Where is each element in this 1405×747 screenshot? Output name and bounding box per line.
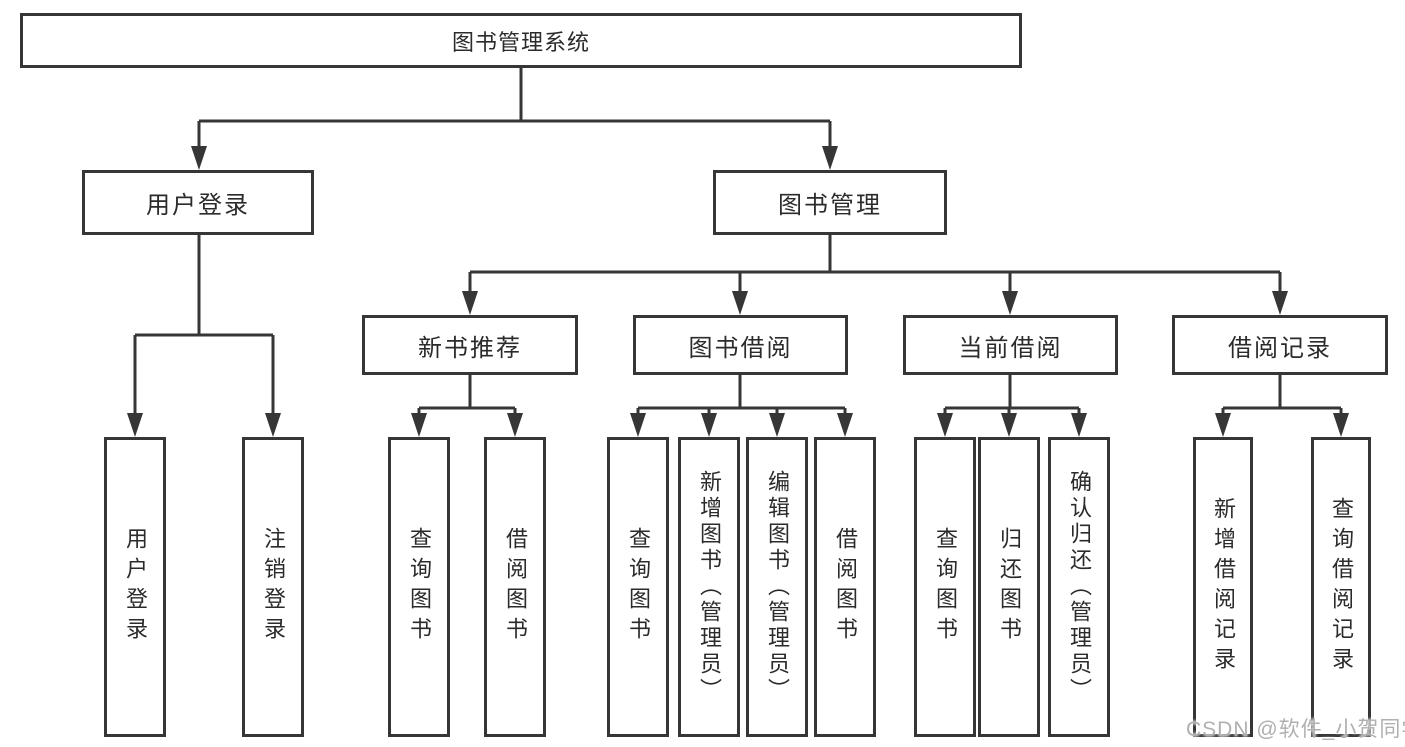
leaf-logout: 注销登录 — [242, 437, 304, 737]
leaf-user-login: 用户登录 — [104, 437, 166, 737]
leaf-label: 确认归还（管理员） — [1067, 470, 1092, 704]
node-new-book-recommend: 新书推荐 — [362, 315, 578, 375]
leaf-label: 查询图书 — [626, 527, 651, 647]
leaf-borrow-books-recommend: 借阅图书 — [484, 437, 546, 737]
node-label: 当前借阅 — [958, 334, 1063, 362]
leaf-label: 查询图书 — [933, 527, 958, 647]
connector-paths — [133, 68, 1343, 416]
node-label: 用户登录 — [146, 192, 250, 219]
node-library-system: 图书管理系统 — [20, 13, 1022, 68]
leaf-label: 编辑图书（管理员） — [765, 470, 790, 704]
leaf-add-book-admin: 新增图书（管理员） — [678, 437, 740, 737]
leaf-label: 借阅图书 — [833, 527, 858, 647]
leaf-label: 借阅图书 — [503, 527, 528, 647]
arrowheads — [127, 146, 1349, 437]
leaf-label: 归还图书 — [997, 527, 1022, 647]
node-current-borrow: 当前借阅 — [903, 315, 1118, 375]
leaf-return-book: 归还图书 — [978, 437, 1040, 737]
leaf-label: 新增借阅记录 — [1211, 497, 1236, 677]
node-user-login: 用户登录 — [82, 170, 314, 235]
leaf-borrow-books: 借阅图书 — [814, 437, 876, 737]
leaf-label: 查询图书 — [407, 527, 432, 647]
leaf-edit-book-admin: 编辑图书（管理员） — [746, 437, 808, 737]
leaf-confirm-return-admin: 确认归还（管理员） — [1048, 437, 1110, 737]
node-label: 新书推荐 — [418, 334, 522, 362]
leaf-add-borrow-record: 新增借阅记录 — [1193, 437, 1253, 737]
csdn-watermark: CSDN @软件_小贺同学 — [1186, 718, 1405, 741]
node-book-management: 图书管理 — [713, 170, 947, 235]
leaf-query-borrow-record: 查询借阅记录 — [1311, 437, 1371, 737]
node-label: 借阅记录 — [1228, 334, 1332, 362]
node-label: 图书管理系统 — [451, 29, 590, 55]
leaf-label: 注销登录 — [261, 527, 286, 647]
leaf-query-books-borrow: 查询图书 — [607, 437, 669, 737]
node-borrow-records: 借阅记录 — [1172, 315, 1388, 375]
leaf-label: 新增图书（管理员） — [697, 470, 722, 704]
node-label: 图书借阅 — [688, 334, 793, 362]
node-book-borrow: 图书借阅 — [633, 315, 848, 375]
node-label: 图书管理 — [778, 192, 882, 219]
leaf-label: 用户登录 — [123, 527, 148, 647]
leaf-query-books-current: 查询图书 — [914, 437, 976, 737]
leaf-label: 查询借阅记录 — [1329, 497, 1354, 677]
leaf-query-books-recommend: 查询图书 — [388, 437, 450, 737]
